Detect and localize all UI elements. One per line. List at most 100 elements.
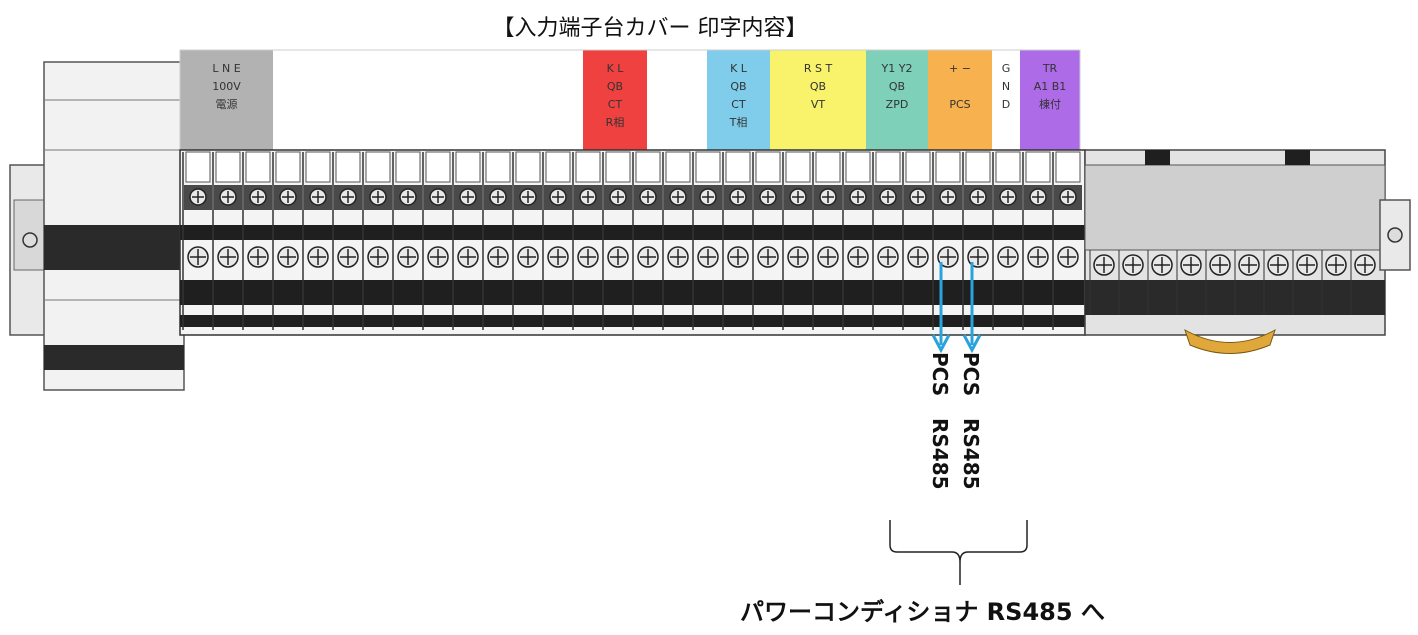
terminal-screw-lower-slot: [700, 249, 716, 265]
terminal-top: [365, 151, 391, 183]
terminal-screw-lower-slot: [430, 249, 446, 265]
terminal-screw-lower-slot: [1030, 249, 1046, 265]
left-end-stop: [9, 61, 185, 391]
pcs-minus-label-top: PCS: [928, 352, 952, 397]
right-terminal-screw-slot: [1096, 257, 1112, 273]
cover-label-text-ct-t: QB: [730, 80, 746, 93]
cover-label-text-gnd: D: [1002, 98, 1010, 111]
right-terminal-units: [1089, 250, 1376, 315]
terminal-screw-upper-slot: [672, 191, 684, 203]
terminal-screw-upper-slot: [192, 191, 204, 203]
terminal-screw-upper-slot: [312, 191, 324, 203]
terminal-screw-upper-slot: [432, 191, 444, 203]
cover-label-ct-r: [583, 50, 647, 150]
terminal-top: [845, 151, 871, 183]
terminal-screw-upper-slot: [792, 191, 804, 203]
terminal-top: [575, 151, 601, 183]
terminal-screw-lower-slot: [460, 249, 476, 265]
cover-label-text-pcs: + −: [949, 62, 971, 75]
terminal-screw-lower-slot: [610, 249, 626, 265]
cover-label-blank: [273, 50, 583, 150]
terminal-screw-lower-slot: [730, 249, 746, 265]
cover-label-text-ct-t: T相: [729, 116, 748, 129]
terminal-top: [245, 151, 271, 183]
terminal-screw-upper-slot: [282, 191, 294, 203]
terminal-screw-upper-slot: [642, 191, 654, 203]
cover-label-text-vt: QB: [810, 80, 826, 93]
terminal-screw-lower-slot: [280, 249, 296, 265]
terminal-screw-lower-slot: [310, 249, 326, 265]
right-terminal-screw-slot: [1357, 257, 1373, 273]
terminal-top: [455, 151, 481, 183]
cover-label-pcs: [928, 50, 992, 150]
pcs-plus-label-top: PCS: [959, 352, 983, 397]
terminal-top: [425, 151, 451, 183]
terminal-screw-lower-slot: [880, 249, 896, 265]
terminal-screw-upper-slot: [582, 191, 594, 203]
terminal-screw-upper-slot: [1062, 191, 1074, 203]
terminal-top: [995, 151, 1021, 183]
terminal-screw-lower-slot: [640, 249, 656, 265]
terminal-top: [815, 151, 841, 183]
terminal-screw-upper-slot: [762, 191, 774, 203]
cover-label-text-pcs: PCS: [949, 98, 970, 111]
terminal-screw-upper-slot: [912, 191, 924, 203]
terminal-screw-lower-slot: [550, 249, 566, 265]
terminal-screw-lower-slot: [670, 249, 686, 265]
cover-label-vt: [770, 50, 866, 150]
terminal-units: [182, 151, 1082, 330]
terminal-screw-upper-slot: [702, 191, 714, 203]
cover-label-power: [180, 50, 273, 150]
terminal-screw-upper-slot: [822, 191, 834, 203]
terminal-top: [305, 151, 331, 183]
terminal-screw-lower-slot: [190, 249, 206, 265]
terminal-top: [185, 151, 211, 183]
terminal-screw-upper-slot: [972, 191, 984, 203]
cover-label-text-ct-r: CT: [608, 98, 623, 111]
terminal-top: [485, 151, 511, 183]
terminal-top: [545, 151, 571, 183]
terminal-screw-lower-slot: [400, 249, 416, 265]
terminal-screw-lower-slot: [520, 249, 536, 265]
cover-label-text-zpd: QB: [889, 80, 905, 93]
terminal-top: [695, 151, 721, 183]
terminal-top: [635, 151, 661, 183]
cover-print-title: 【入力端子台カバー 印字内容】: [492, 16, 808, 41]
terminal-screw-lower-slot: [250, 249, 266, 265]
terminal-screw-lower-slot: [790, 249, 806, 265]
cover-label-text-tr: 棟付: [1039, 97, 1061, 111]
right-housing: [1084, 149, 1411, 354]
cover-label-text-power: 100V: [212, 80, 241, 93]
right-terminal-screw-slot: [1212, 257, 1228, 273]
cover-label-text-vt: VT: [811, 98, 826, 111]
terminal-screw-upper-slot: [732, 191, 744, 203]
cover-label-ct-t: [707, 50, 770, 150]
terminal-screw-upper-slot: [612, 191, 624, 203]
pcs-plus-label-bottom: RS485: [959, 418, 983, 490]
terminal-screw-lower-slot: [970, 249, 986, 265]
right-terminal-screw-slot: [1270, 257, 1286, 273]
cover-label-tr: [1020, 50, 1080, 150]
terminal-top: [875, 151, 901, 183]
pcs-rs485-caption: パワーコンディショナ RS485 へ: [740, 598, 1105, 626]
cover-label-text-tr: A1 B1: [1034, 80, 1067, 93]
cover-label-text-zpd: Y1 Y2: [881, 62, 913, 75]
terminal-screw-upper-slot: [882, 191, 894, 203]
terminal-screw-upper-slot: [252, 191, 264, 203]
terminal-top: [725, 151, 751, 183]
pcs-arrows: [931, 262, 982, 354]
terminal-top: [935, 151, 961, 183]
cover-label-text-ct-t: CT: [731, 98, 746, 111]
terminal-screw-upper-slot: [852, 191, 864, 203]
terminal-top: [395, 151, 421, 183]
terminal-screw-lower-slot: [760, 249, 776, 265]
cover-label-text-tr: TR: [1042, 62, 1058, 75]
cover-label-text-zpd: ZPD: [886, 98, 909, 111]
cover-label-blank2: [647, 50, 707, 150]
right-terminal-screw-slot: [1125, 257, 1141, 273]
terminal-screw-lower-slot: [340, 249, 356, 265]
cover-label-zpd: [866, 50, 928, 150]
right-terminal-screw-slot: [1299, 257, 1315, 273]
